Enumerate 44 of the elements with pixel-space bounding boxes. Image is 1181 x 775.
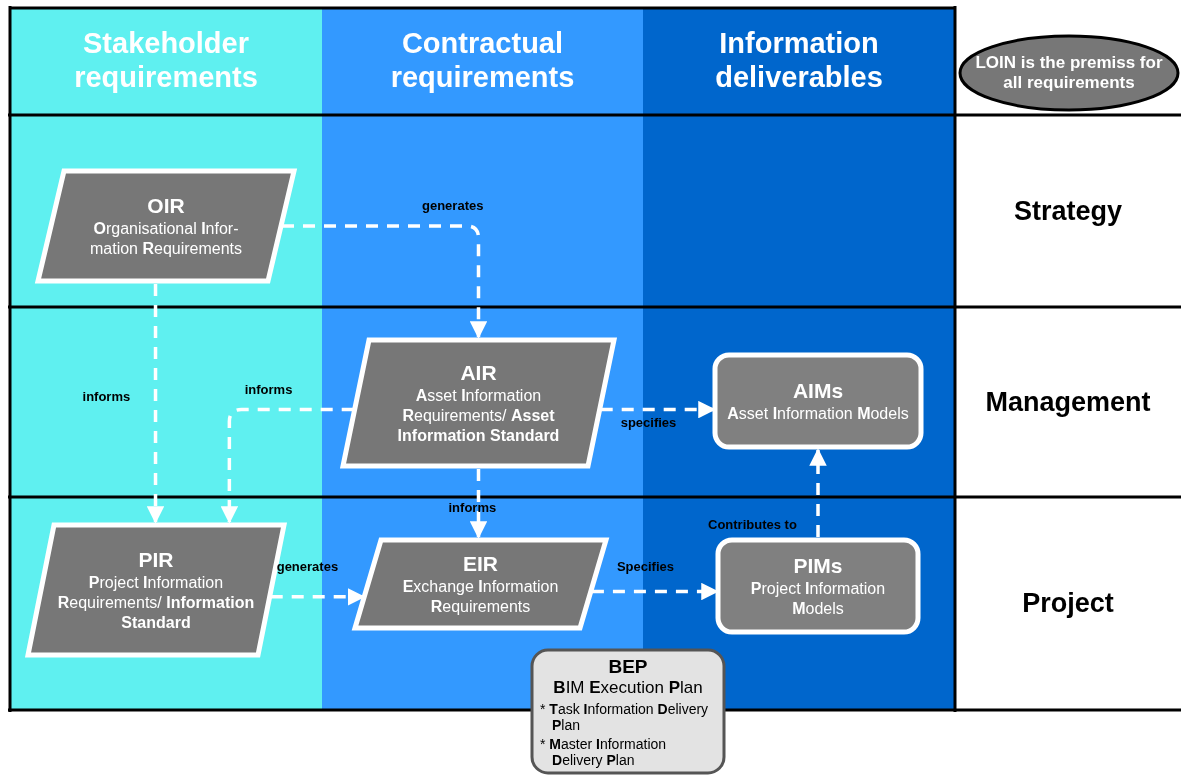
edge-label: informs <box>82 389 131 404</box>
node-description: Project Information Models <box>749 579 887 619</box>
row-label: Management <box>955 307 1181 497</box>
node-title: EIR <box>463 551 498 577</box>
row-label: Strategy <box>955 115 1181 307</box>
requirement-parallelogram <box>352 537 609 631</box>
node-description: BIM Execution Plan <box>552 677 704 698</box>
edge-label: Contributes to <box>708 517 797 532</box>
edge-label: generates <box>276 558 339 574</box>
dashed-arrow <box>146 284 165 524</box>
dashed-arrow <box>282 224 488 339</box>
premise-ellipse <box>958 34 1180 112</box>
node-description: Asset Information Requirements/ Asset Information Standard <box>396 386 561 446</box>
premise-text: LOIN is the premiss for all requirements <box>974 53 1164 93</box>
dashed-arrow <box>220 407 354 524</box>
edge-label: informs <box>448 500 497 515</box>
node-description: Organisational Infor-mation Requirements <box>88 219 244 259</box>
edge-label: informs <box>244 381 293 397</box>
node-description: Exchange Information Requirements <box>401 577 560 617</box>
edge-label: Specifies <box>616 558 674 574</box>
node-title: OIR <box>147 193 185 219</box>
row-label: Project <box>955 497 1181 710</box>
node-title: AIR <box>460 360 497 386</box>
edge-label: generates <box>422 198 484 213</box>
requirement-parallelogram <box>35 168 297 284</box>
node-title: PIMs <box>793 553 843 579</box>
dashed-arrow <box>600 400 716 419</box>
model-box <box>712 352 924 450</box>
edge-label: specifies <box>620 414 677 430</box>
column-header: Stakeholder requirements <box>73 26 259 94</box>
requirement-parallelogram <box>340 337 617 469</box>
dashed-arrow <box>809 448 827 537</box>
plan-note-box <box>530 648 726 775</box>
dashed-arrow <box>469 469 488 539</box>
column-header: Information deliverables <box>714 26 884 94</box>
column-header: Contractual requirements <box>389 26 576 94</box>
node-title: BEP <box>607 655 649 678</box>
dashed-arrow <box>591 582 719 601</box>
node-title: PIR <box>138 547 174 573</box>
node-description: Project Information Requirements/ Information Standard <box>56 573 256 633</box>
bullet-item: *Master Information Delivery Plan <box>539 735 668 768</box>
node-description: Asset Information Models <box>727 404 909 424</box>
node-title: AIMs <box>792 378 844 404</box>
model-box <box>715 537 921 635</box>
